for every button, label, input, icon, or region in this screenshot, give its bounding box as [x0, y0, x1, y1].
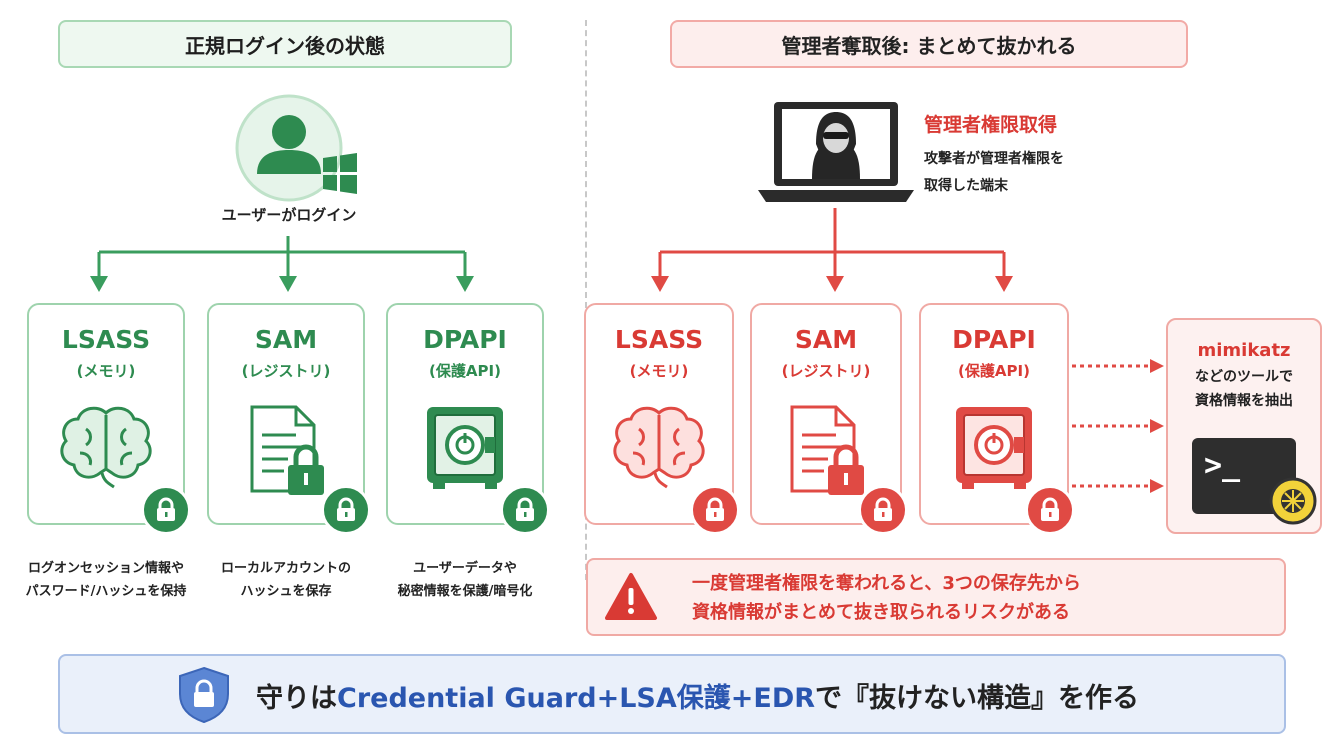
lsass-subtitle: (メモリ) — [629, 362, 689, 380]
footer-highlight: Credential Guard+LSA保護+EDR — [337, 683, 816, 714]
padlock-icon — [516, 497, 534, 521]
padlock-icon — [337, 497, 355, 521]
safe-icon — [956, 407, 1032, 489]
tool-description: などのツールで 資格情報を抽出 — [1168, 365, 1320, 413]
padlock-icon — [1041, 497, 1059, 521]
dpapi-title: DPAPI — [952, 325, 1036, 354]
dpapi-card-right: DPAPI (保護API) — [919, 303, 1075, 535]
extraction-arrows — [1072, 359, 1164, 493]
sam-description: ローカルアカウントの ハッシュを保存 — [186, 557, 386, 603]
dpapi-card-left: DPAPI (保護API) — [386, 303, 550, 535]
user-icon — [235, 94, 357, 202]
brain-icon — [60, 406, 152, 489]
sam-title: SAM — [794, 325, 858, 354]
sam-title: SAM — [254, 325, 318, 354]
dpapi-desc-line1: ユーザーデータや — [413, 561, 517, 576]
sam-subtitle: (レジストリ) — [781, 362, 871, 380]
footer-suffix: で『抜けない構造』を作る — [815, 683, 1140, 714]
lock-badge — [321, 485, 371, 535]
left-panel-header: 正規ログイン後の状態 — [58, 20, 512, 68]
attacker-desc-line1: 攻撃者が管理者権限を — [924, 151, 1064, 167]
warning-line2: 資格情報がまとめて抜き取られるリスクがある — [692, 602, 1070, 623]
user-login-label: ユーザーがログイン — [221, 206, 357, 224]
lock-badge — [500, 485, 550, 535]
sam-desc-line2: ハッシュを保存 — [240, 584, 332, 599]
mimikatz-logo-icon — [1269, 477, 1317, 525]
brain-icon — [613, 406, 705, 489]
sam-desc-line1: ローカルアカウントの — [220, 561, 351, 576]
hacker-laptop-icon — [758, 102, 914, 202]
lsass-description: ログオンセッション情報や パスワード/ハッシュを保持 — [6, 557, 206, 603]
sam-card-left: SAM (レジストリ) — [207, 303, 371, 535]
dpapi-desc-line2: 秘密情報を保護/暗号化 — [397, 584, 533, 599]
terminal-prompt: >_ — [1204, 448, 1241, 483]
mimikatz-tool-box: mimikatz などのツールで 資格情報を抽出 >_ — [1166, 318, 1322, 534]
padlock-icon — [157, 497, 175, 521]
safe-icon — [427, 407, 503, 489]
sam-card-right: SAM (レジストリ) — [750, 303, 908, 535]
user-avatar — [233, 92, 357, 204]
lock-badge — [858, 485, 908, 535]
defense-footer: 守りはCredential Guard+LSA保護+EDRで『抜けない構造』を作… — [58, 654, 1286, 734]
lock-badge — [690, 485, 740, 535]
risk-warning-box: 一度管理者権限を奪われると、3つの保存先から 資格情報がまとめて抜き取られるリス… — [586, 558, 1286, 636]
lsass-card-left: LSASS (メモリ) — [27, 303, 191, 535]
sam-subtitle: (レジストリ) — [241, 362, 331, 380]
risk-warning-text: 一度管理者権限を奪われると、3つの保存先から 資格情報がまとめて抜き取られるリス… — [692, 569, 1081, 627]
dpapi-description: ユーザーデータや 秘密情報を保護/暗号化 — [365, 557, 565, 603]
right-panel-header: 管理者奪取後: まとめて抜かれる — [670, 20, 1188, 68]
warning-triangle-icon — [605, 573, 657, 620]
lsass-title: LSASS — [614, 325, 704, 354]
padlock-icon — [706, 497, 724, 521]
tool-desc-line1: などのツールで — [1195, 369, 1293, 385]
lsass-subtitle: (メモリ) — [76, 362, 136, 380]
defense-message: 守りはCredential Guard+LSA保護+EDRで『抜けない構造』を作… — [256, 676, 1139, 715]
lock-badge — [1025, 485, 1075, 535]
locked-document-icon — [250, 405, 324, 495]
lsass-title: LSASS — [61, 325, 151, 354]
tool-desc-line2: 資格情報を抽出 — [1195, 393, 1293, 409]
lsass-desc-line2: パスワード/ハッシュを保持 — [25, 584, 187, 599]
panel-divider — [585, 20, 587, 580]
attacker-title: 管理者権限取得 — [924, 114, 1058, 136]
attacker-desc-line2: 取得した端末 — [924, 178, 1008, 194]
dpapi-title: DPAPI — [423, 325, 507, 354]
warning-line1: 一度管理者権限を奪われると、3つの保存先から — [692, 573, 1081, 594]
lock-badge — [141, 485, 191, 535]
lsass-card-right: LSASS (メモリ) — [584, 303, 740, 535]
attacker-description: 攻撃者が管理者権限を 取得した端末 — [924, 146, 1064, 200]
footer-prefix: 守りは — [256, 683, 337, 714]
shield-lock-icon — [179, 666, 229, 724]
tool-name: mimikatz — [1197, 340, 1291, 361]
dpapi-subtitle: (保護API) — [958, 362, 1030, 380]
padlock-icon — [874, 497, 892, 521]
dpapi-subtitle: (保護API) — [429, 362, 501, 380]
locked-document-icon — [790, 405, 864, 495]
lsass-desc-line1: ログオンセッション情報や — [27, 561, 184, 576]
